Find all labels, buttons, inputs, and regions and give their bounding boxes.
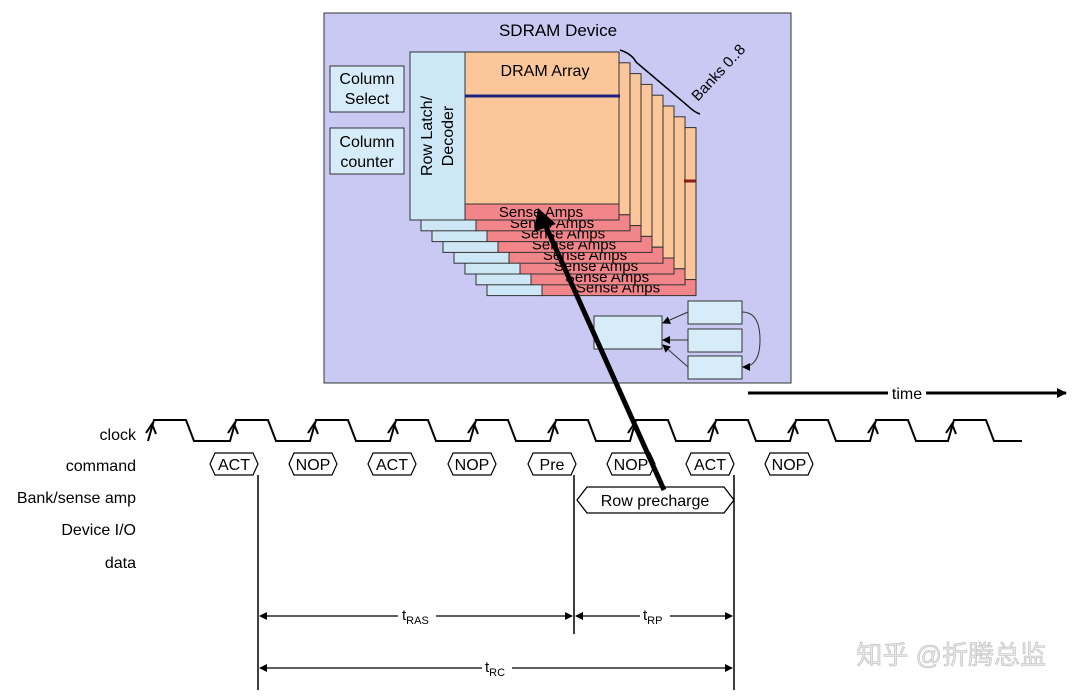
dram-array [464, 51, 620, 205]
watermark: 知乎 @折腾总监 [856, 640, 1046, 670]
command-label-6: ACT [694, 457, 726, 474]
command-row: ACT NOP ACT NOP Pre NOP ACT NOP [209, 452, 814, 476]
trp-label-sub: RP [647, 615, 662, 627]
signal-label-clock: clock [100, 427, 137, 444]
command-label-4: Pre [540, 457, 565, 474]
clock-rising-edge-marker [547, 421, 559, 435]
command-label-0: ACT [218, 457, 250, 474]
command-label-3: NOP [455, 457, 490, 474]
device-title: SDRAM Device [499, 21, 617, 40]
clock-rising-edge-marker [227, 421, 239, 435]
command-box-6 [685, 452, 735, 476]
trp-label: tRP [643, 607, 662, 627]
front-bank: Row Latch/ Decoder DRAM Array Sense Amps [409, 51, 620, 221]
banks-brace [619, 49, 701, 115]
signal-labels: clock command Bank/sense amp Device I/O … [17, 427, 137, 572]
column-counter-label-line2: counter [340, 154, 394, 171]
row-decoder-label-line2: Decoder [440, 105, 457, 166]
column-select-label-line1: Column [339, 71, 394, 88]
command-label-1: NOP [296, 457, 331, 474]
tras-label-main: t [402, 607, 407, 624]
command-box-3 [447, 452, 497, 476]
trc-label-main: t [485, 659, 490, 676]
sdram-device: SDRAM Device Column Select Column counte… [323, 12, 792, 384]
tras-label-backing [398, 606, 436, 626]
command-box-4 [527, 452, 577, 476]
clock-rising-edge-marker [307, 421, 319, 435]
register-box-bottom [687, 355, 743, 380]
trp-label-backing [640, 606, 670, 626]
trc-label-sub: RC [489, 667, 505, 679]
signal-label-data: data [105, 555, 136, 572]
signal-label-device-io: Device I/O [61, 522, 136, 539]
column-counter-label-line1: Column [339, 134, 394, 151]
clock-signal [147, 419, 1022, 442]
time-label: time [892, 386, 922, 403]
command-box-2 [367, 452, 417, 476]
clock-rising-edge-marker [945, 421, 957, 435]
command-box-1 [288, 452, 338, 476]
clock-rising-edge-marker [867, 421, 879, 435]
row-decoder-box [409, 51, 466, 221]
register-box-top [687, 300, 743, 325]
trp-label-main: t [643, 607, 648, 624]
command-label-7: NOP [772, 457, 807, 474]
register-box-middle [687, 328, 743, 353]
clock-rising-edge-marker [787, 421, 799, 435]
trc-label: tRC [485, 659, 505, 679]
precharge-pointer-arrow [540, 218, 667, 492]
clock-waveform [145, 419, 1022, 442]
time-label-backing [888, 384, 926, 402]
precharge-pointer-arrowhead [534, 208, 556, 232]
bank-state-row: Row precharge [576, 486, 735, 514]
register-feedback-loop [741, 311, 761, 368]
tras-label-sub: RAS [406, 615, 429, 627]
tras-label: tRAS [402, 607, 429, 627]
register-box-left [593, 315, 663, 350]
signal-label-command: command [66, 458, 136, 475]
command-box-0 [209, 452, 259, 476]
row-precharge-label: Row precharge [601, 493, 710, 510]
clock-rising-edge-marker [387, 421, 399, 435]
command-box-7 [764, 452, 814, 476]
register-link-bottom [662, 344, 689, 368]
column-select-box [329, 65, 405, 113]
column-select-label-line2: Select [345, 91, 390, 108]
signal-label-bank-sense-amp: Bank/sense amp [17, 490, 136, 507]
time-axis: time [748, 384, 1067, 403]
command-label-2: ACT [376, 457, 408, 474]
column-counter-box [329, 127, 405, 175]
dram-array-label: DRAM Array [501, 63, 590, 80]
timing-markers: tRAS tRP tRC [257, 475, 735, 690]
row-decoder-label-line1: Row Latch/ [419, 95, 436, 176]
command-label-5: NOP [614, 457, 649, 474]
trc-label-backing [482, 658, 512, 678]
clock-rising-edge-marker [467, 421, 479, 435]
clock-rising-edge-marker [145, 421, 157, 435]
register-link-top [662, 311, 689, 324]
clock-rising-edge-marker [707, 421, 719, 435]
